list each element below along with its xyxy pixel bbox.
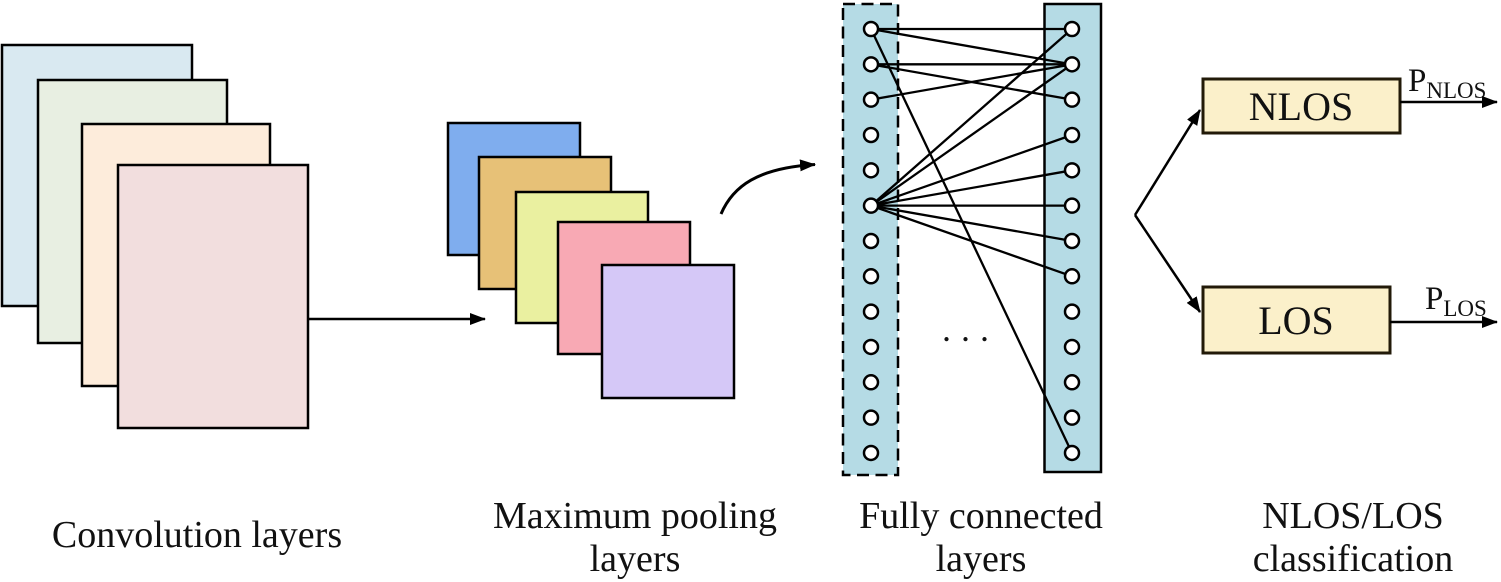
p-los-symbol: P [1425, 281, 1443, 317]
p-nlos-symbol: P [1408, 63, 1426, 99]
branch-to-nlos-arrow-icon [1133, 109, 1202, 216]
conv-layer-4 [116, 163, 310, 430]
fc-right-neuron-5 [1063, 162, 1081, 179]
fc-left-neuron-13 [862, 444, 880, 462]
fc-right-neuron-3 [1063, 91, 1081, 108]
p-nlos-subscript: NLOS [1426, 78, 1486, 103]
fc-right-neuron-13 [1063, 444, 1081, 462]
pool-layer-5 [600, 263, 736, 400]
fc-connection-line [870, 28, 1073, 207]
p-los-subscript: LOS [1443, 296, 1486, 321]
los-box-label: LOS [1258, 298, 1334, 343]
fc-left-neuron-8 [862, 268, 880, 285]
pooling-to-fc-curved-arrow-icon [719, 159, 816, 215]
fc-left-neuron-6 [862, 197, 880, 214]
fc-left-neurons [862, 20, 880, 462]
branch-to-los-arrow-icon [1133, 214, 1202, 313]
pooling-layers-stack [446, 121, 736, 400]
fc-layers-label-line2: layers [936, 538, 1027, 580]
fc-left-neuron-3 [862, 91, 880, 108]
fc-left-neuron-12 [862, 409, 880, 426]
fc-right-neuron-11 [1063, 374, 1081, 391]
p-los-label: PLOS [1425, 281, 1487, 321]
los-box [1201, 285, 1392, 355]
classification-label-line2: classification [1253, 538, 1453, 580]
fc-right-neuron-2 [1063, 56, 1081, 73]
p-nlos-label: PNLOS [1408, 63, 1486, 103]
fc-right-neuron-9 [1063, 303, 1081, 320]
fc-connection-line [870, 63, 1073, 207]
fc-left-neuron-4 [862, 126, 880, 144]
fc-left-neuron-2 [862, 56, 880, 73]
fc-connection-line [870, 204, 1073, 278]
fc-layers-label-line1: Fully connected [859, 495, 1103, 537]
fc-connection-line [870, 133, 1073, 207]
fc-right-neuron-7 [1063, 232, 1081, 250]
fc-left-neuron-11 [862, 374, 880, 391]
fc-ellipsis: . . . [943, 318, 991, 347]
fc-connection-line [870, 27, 1073, 66]
convolution-layers-label: Convolution layers [52, 514, 342, 556]
pooling-layers-label-line1: Maximum pooling [493, 495, 777, 537]
fc-right-neuron-6 [1063, 197, 1081, 214]
fully-connected-layers: . . . [841, 2, 1103, 477]
fc-right-neuron-10 [1063, 338, 1081, 356]
fc-connection-line [870, 204, 1073, 243]
fc-left-neuron-5 [862, 162, 880, 179]
fc-left-neuron-7 [862, 232, 880, 250]
nlos-box-label: NLOS [1249, 84, 1353, 129]
fc-right-neuron-8 [1063, 268, 1081, 285]
fc-connection-lines [869, 27, 1074, 454]
fc-right-neurons [1063, 20, 1081, 462]
pooling-layers-label-line2: layers [590, 538, 681, 580]
fc-left-neuron-1 [862, 20, 880, 38]
fc-right-neuron-12 [1063, 409, 1081, 426]
classification-branch: NLOS PNLOS LOS PLOS [1133, 63, 1498, 355]
nlos-box [1201, 77, 1402, 135]
fc-connection-line [870, 63, 1073, 101]
fc-left-neuron-9 [862, 303, 880, 320]
fc-connection-line [870, 169, 1073, 207]
fc-right-neuron-4 [1063, 126, 1081, 144]
fc-right-neuron-1 [1063, 20, 1081, 38]
convolution-layers-stack [0, 43, 310, 430]
fc-left-neuron-10 [862, 338, 880, 356]
classification-label-line1: NLOS/LOS [1262, 495, 1444, 537]
section-labels: Convolution layers Maximum pooling layer… [52, 495, 1453, 580]
